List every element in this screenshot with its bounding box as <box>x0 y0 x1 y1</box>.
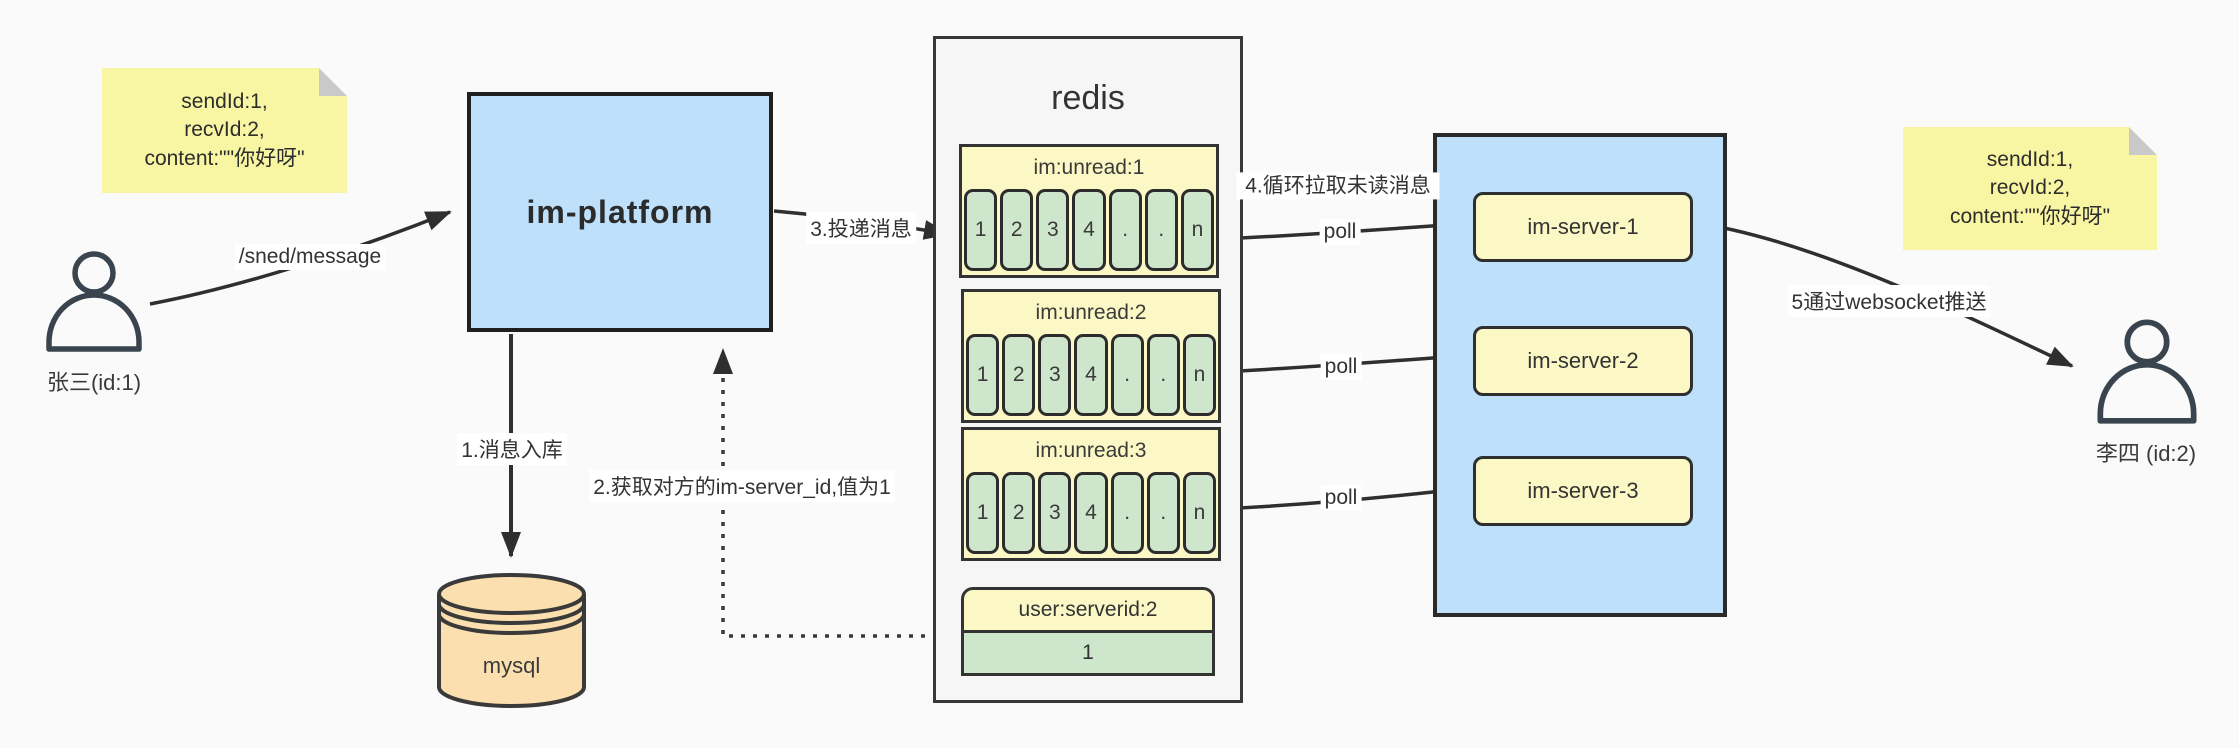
queue-cell: 1 <box>966 472 1000 554</box>
queue-cell: 2 <box>1000 189 1034 271</box>
queue-cell: 4 <box>1074 334 1108 416</box>
mapping-value: 1 <box>961 630 1215 676</box>
queue-cell: . <box>1110 334 1144 416</box>
queue-header: im:unread:2 <box>1035 301 1147 324</box>
mapping-header: user:serverid:2 <box>961 587 1215 633</box>
unread-queue-1: im:unread:1 1 2 3 4 . . n <box>959 144 1219 278</box>
label-poll-3: poll <box>1320 485 1362 511</box>
queue-cell: n <box>1182 472 1216 554</box>
note-line: recvId:2, <box>1989 176 2071 200</box>
serverid-mapping: user:serverid:2 1 <box>961 587 1215 676</box>
label-poll-2: poll <box>1320 354 1362 380</box>
queue-cell: . <box>1146 472 1180 554</box>
unread-queue-2: im:unread:2 1 2 3 4 . . n <box>961 289 1221 423</box>
person-icon <box>46 251 142 352</box>
queue-header: im:unread:3 <box>1035 439 1147 462</box>
queue-cell: 2 <box>1002 334 1036 416</box>
queue-cell: 1 <box>964 189 998 271</box>
mysql-database: mysql <box>435 570 588 712</box>
queue-cell: n <box>1182 334 1216 416</box>
queue-cell: n <box>1180 189 1214 271</box>
note-line: recvId:2, <box>184 118 265 142</box>
sticky-note-right: sendId:1, recvId:2, content:""你好呀" <box>1903 127 2157 250</box>
im-server-1-box: im-server-1 <box>1473 192 1693 262</box>
queue-cells: 1 2 3 4 . . n <box>964 472 1218 554</box>
im-server-cluster: im-server-1 im-server-2 im-server-3 <box>1433 133 1727 617</box>
label-step3-deliver: 3.投递消息 <box>806 212 916 244</box>
receiver-label: 李四 (id:2) <box>2095 441 2197 466</box>
label-send-path: /sned/message <box>234 244 386 270</box>
label-step2-get-serverid: 2.获取对方的im-server_id,值为1 <box>589 470 895 502</box>
arrow-websocket-push <box>1689 220 2074 368</box>
label-step5-websocket: 5通过websocket推送 <box>1787 285 1991 317</box>
mysql-label: mysql <box>483 653 540 678</box>
queue-cells: 1 2 3 4 . . n <box>962 189 1216 271</box>
label-poll-1: poll <box>1319 219 1361 245</box>
im-server-2-box: im-server-2 <box>1473 326 1693 396</box>
queue-cell: 3 <box>1036 189 1070 271</box>
queue-cell: . <box>1144 189 1178 271</box>
queue-cell: 2 <box>1002 472 1036 554</box>
queue-cell: . <box>1108 189 1142 271</box>
im-server-3-box: im-server-3 <box>1473 456 1693 526</box>
person-icon <box>2097 319 2197 424</box>
sender-label: 张三(id:1) <box>46 370 142 395</box>
queue-cell: 3 <box>1038 334 1072 416</box>
queue-cell: 4 <box>1074 472 1108 554</box>
queue-cell: 1 <box>966 334 1000 416</box>
label-step1-store: 1.消息入库 <box>457 433 567 465</box>
queue-cell: . <box>1110 472 1144 554</box>
queue-header: im:unread:1 <box>1033 156 1145 179</box>
queue-cells: 1 2 3 4 . . n <box>964 334 1218 416</box>
note-line: sendId:1, <box>1986 147 2074 171</box>
queue-cell: 4 <box>1072 189 1106 271</box>
im-platform-title: im-platform <box>526 193 714 230</box>
note-line: content:""你好呀" <box>144 146 305 170</box>
sender-actor <box>42 246 146 354</box>
queue-cell: . <box>1146 334 1180 416</box>
sticky-note-left: sendId:1, recvId:2, content:""你好呀" <box>102 68 347 193</box>
im-platform-box: im-platform <box>467 92 773 332</box>
unread-queue-3: im:unread:3 1 2 3 4 . . n <box>961 427 1221 561</box>
redis-title: redis <box>1051 79 1125 117</box>
label-step4-poll-unread: 4.循环拉取未读消息 <box>1236 172 1440 200</box>
note-line: sendId:1, <box>181 89 268 113</box>
receiver-actor <box>2093 314 2201 426</box>
note-line: content:""你好呀" <box>1949 204 2111 228</box>
queue-cell: 3 <box>1038 472 1072 554</box>
database-cylinder-icon: mysql <box>437 573 586 708</box>
